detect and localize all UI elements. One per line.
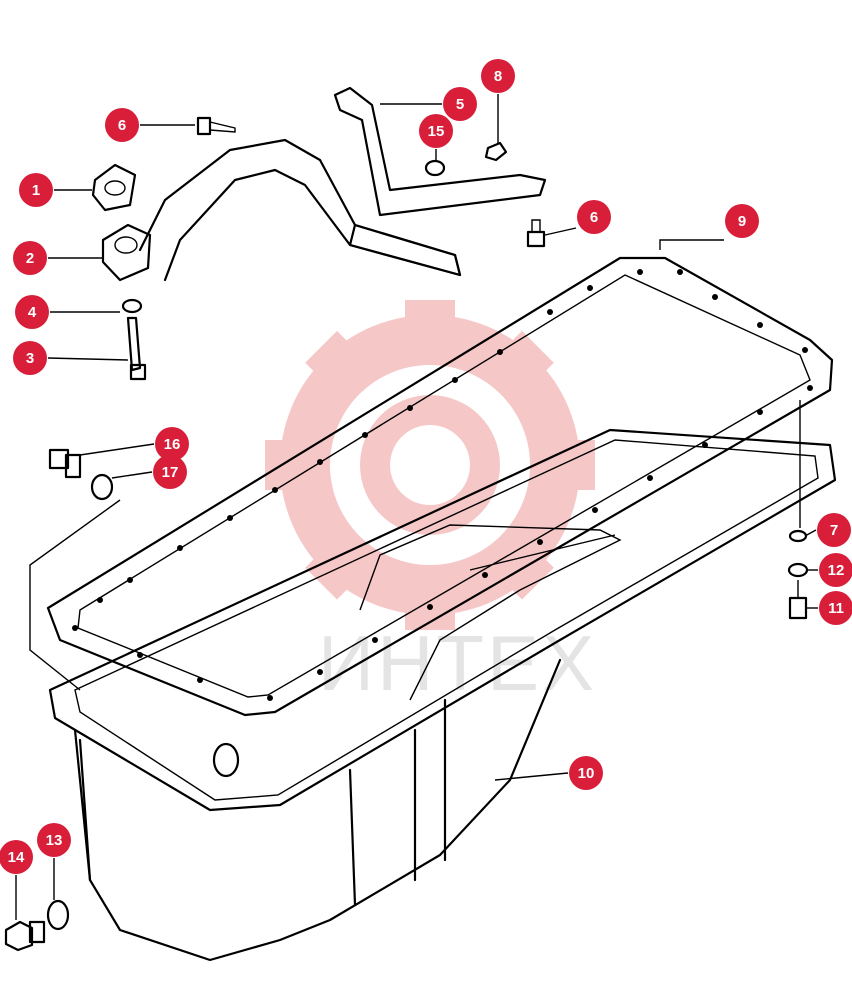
pipe-flange [101, 223, 152, 282]
callout-16: 16 [155, 427, 189, 461]
bolt-6b [526, 219, 546, 248]
plug-16 [48, 448, 82, 479]
callout-label: 6 [118, 117, 126, 134]
callout-circle [817, 513, 851, 547]
callout-circle [725, 204, 759, 238]
callout-circle [577, 200, 611, 234]
flange-gasket [91, 163, 137, 212]
callout-label: 17 [162, 464, 179, 481]
bracket [333, 86, 547, 217]
callout-circle [0, 840, 33, 874]
callout-label: 1 [32, 182, 40, 199]
callout-10: 10 [569, 756, 603, 790]
callout-label: 6 [590, 209, 598, 226]
callout-circle [13, 241, 47, 275]
callout-4: 4 [15, 295, 49, 329]
callout-label: 2 [26, 250, 34, 267]
callout-2: 2 [13, 241, 47, 275]
callout-label: 11 [828, 600, 844, 617]
seal-ring-17 [90, 473, 114, 501]
callout-circle [443, 87, 477, 121]
callout-6b: 6 [577, 200, 611, 234]
fastener-7-12-11 [787, 529, 809, 620]
callout-7: 7 [817, 513, 851, 547]
callout-circle [15, 295, 49, 329]
nut-8 [484, 141, 508, 162]
callout-8: 8 [481, 59, 515, 93]
gasket-bolt-holes [72, 269, 813, 701]
callout-circle [419, 114, 453, 148]
callout-label: 12 [828, 562, 845, 579]
bolt-6a [196, 116, 236, 136]
callout-label: 7 [830, 522, 838, 539]
callout-circle [819, 591, 852, 625]
callout-circle [481, 59, 515, 93]
washer-4 [121, 298, 143, 314]
callout-11: 11 [819, 591, 852, 625]
callout-label: 9 [738, 213, 746, 230]
callout-6a: 6 [105, 108, 139, 142]
callout-label: 13 [46, 832, 63, 849]
callout-label: 14 [8, 849, 25, 866]
callout-label: 5 [456, 96, 464, 113]
callout-12: 12 [819, 553, 852, 587]
oil-pan-gasket [46, 256, 834, 717]
callout-circle [819, 553, 852, 587]
callout-5: 5 [443, 87, 477, 121]
callout-15: 15 [419, 114, 453, 148]
callout-circle [569, 756, 603, 790]
callout-13: 13 [37, 823, 71, 857]
callout-label: 10 [578, 765, 595, 782]
callout-1: 1 [19, 173, 53, 207]
callout-circle [13, 341, 47, 375]
callout-9: 9 [725, 204, 759, 238]
washer-15 [424, 159, 446, 177]
callout-circle [37, 823, 71, 857]
callout-circle [155, 427, 189, 461]
callout-circle [153, 455, 187, 489]
watermark-logo [265, 300, 595, 630]
callout-17: 17 [153, 455, 187, 489]
leader-lines [15, 94, 818, 920]
callout-label: 4 [28, 304, 37, 321]
callout-label: 3 [26, 350, 34, 367]
bolt-3 [126, 316, 147, 381]
sealing-ring-13 [46, 899, 70, 931]
callout-14: 14 [0, 840, 33, 874]
callout-circle [19, 173, 53, 207]
callout-label: 15 [428, 123, 445, 140]
callout-3: 3 [13, 341, 47, 375]
drain-plug-14 [4, 920, 46, 952]
oil-suction-pipe [138, 138, 462, 282]
callout-circle [105, 108, 139, 142]
callout-label: 8 [494, 68, 502, 85]
callout-label: 16 [164, 436, 181, 453]
